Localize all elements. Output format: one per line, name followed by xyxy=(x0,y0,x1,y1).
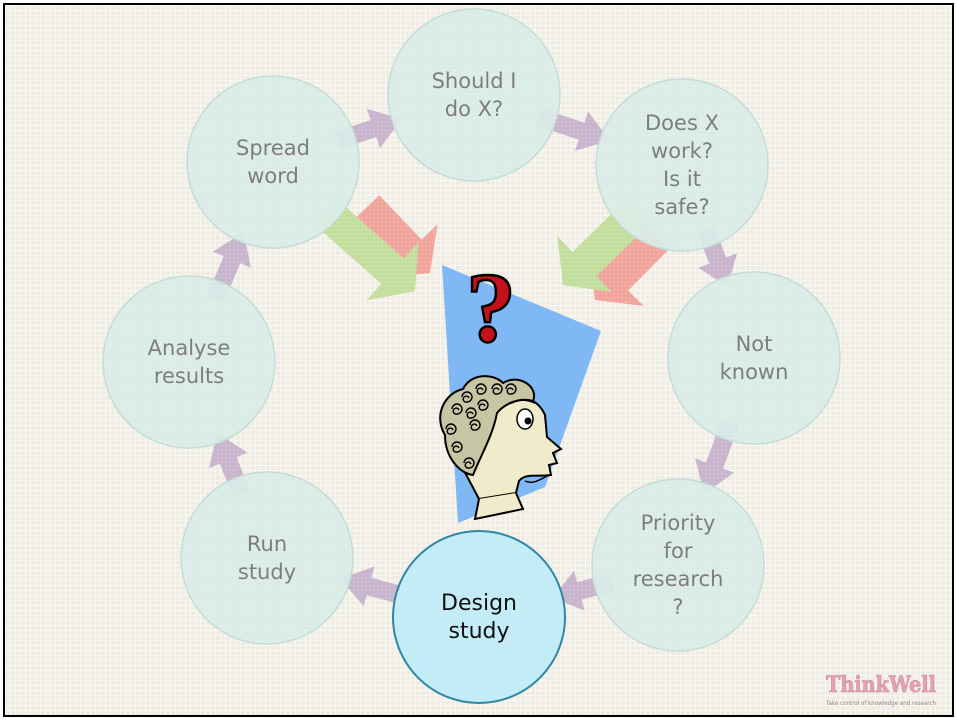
node-priority-for-research: Priority for research? xyxy=(591,478,765,652)
node-label-line: Should I xyxy=(432,69,517,93)
slide: ? Should I do X? Does X work? Is it safe? Not k… xyxy=(3,3,954,717)
node-label-line: results xyxy=(154,364,224,388)
thinking-head-icon xyxy=(439,375,563,521)
node-label-line: Not xyxy=(736,332,773,356)
node-texture xyxy=(596,79,768,251)
node-label-line: do X? xyxy=(445,97,503,121)
question-mark-symbol: ? xyxy=(466,252,516,363)
node-does-x-work: Does X work? Is it safe? xyxy=(595,78,769,252)
node-spread-word: Spread word xyxy=(186,75,360,249)
thinkwell-logo: ThinkWell Take control of knowledge and … xyxy=(825,672,936,707)
node-label-line: known xyxy=(720,360,789,384)
node-not-known: Not known xyxy=(667,271,841,445)
node-texture xyxy=(181,472,353,644)
node-should-i-do-x: Should I do X? xyxy=(387,8,561,182)
node-label-line: study xyxy=(448,619,509,644)
cycle-diagram: ? Should I do X? Does X work? Is it safe? Not k… xyxy=(102,8,936,707)
node-label-line: Is it xyxy=(663,167,701,191)
node-texture xyxy=(103,276,275,448)
green-arrow-left-icon xyxy=(315,200,419,301)
node-circle xyxy=(392,530,566,704)
node-texture xyxy=(388,9,560,181)
node-label-line: Spread xyxy=(236,136,310,160)
node-label-line: Priority xyxy=(641,511,716,535)
red-arrow-right-icon xyxy=(588,225,670,306)
node-label-line: Design xyxy=(441,591,517,616)
node-analyse-results: Analyse results xyxy=(102,275,276,449)
logo-wordmark: ThinkWell xyxy=(826,672,936,698)
thinker-illustration: ? xyxy=(439,251,601,523)
node-design-study: Design study xyxy=(392,530,566,704)
node-run-study: Run study xyxy=(180,471,354,645)
node-label-line: word xyxy=(247,164,299,188)
node-label-line: Analyse xyxy=(148,336,231,360)
node-label-line: Does X xyxy=(645,111,719,135)
node-texture xyxy=(592,479,764,651)
node-texture xyxy=(187,76,359,248)
node-label-line: research xyxy=(633,567,724,591)
node-label-line: work? xyxy=(651,139,713,163)
node-texture xyxy=(668,272,840,444)
node-label-line: ? xyxy=(672,595,683,619)
logo-tagline: Take control of knowledge and research xyxy=(825,700,936,707)
node-label-line: study xyxy=(238,560,296,584)
cycle-nodes: Should I do X? Does X work? Is it safe? Not kno… xyxy=(102,8,841,704)
node-label-line: safe? xyxy=(654,195,709,219)
node-label-line: Run xyxy=(247,532,287,556)
node-label-line: for xyxy=(664,539,693,563)
